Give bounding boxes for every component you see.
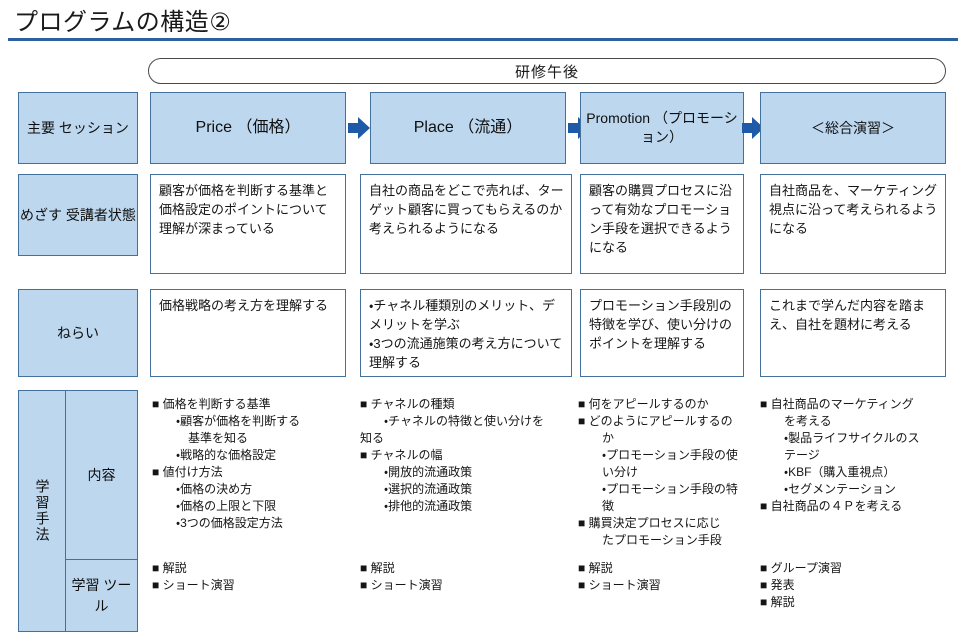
session-period-label: 研修午後: [514, 63, 579, 81]
session-header-price[interactable]: Price （価格）: [150, 92, 346, 164]
row-label-session: 主要 セッション: [18, 92, 138, 164]
content-place: ■ チャネルの種類 ・チャネルの特徴と使い分けを 知る ■ チャネルの幅 ・開放…: [360, 397, 544, 514]
content-price: ■ 価格を判断する基準 ・顧客が価格を判断する 基準を知る ・戦略的な価格設定 …: [152, 397, 301, 531]
diagram-canvas: 研修午後 主要 セッション Price （価格） Place （流通） Prom…: [0, 46, 966, 636]
row-label-target-state: めざす 受講者状態: [18, 174, 138, 256]
row-label-learning-tool: 学習 ツール: [65, 559, 138, 632]
row-label-content: 内容: [65, 390, 138, 560]
target-state-integrated-exercise: 自社商品を、マーケティング視点に沿って考えられるようになる: [760, 174, 946, 274]
aim-promotion: プロモーション手段別の特徴を学び、使い分けのポイントを理解する: [580, 289, 744, 377]
page-title: プログラムの構造②: [14, 9, 232, 36]
row-label-learning-method-text: 学習手法: [34, 479, 51, 543]
session-header-place[interactable]: Place （流通）: [370, 92, 566, 164]
content-integrated-exercise: ■ 自社商品のマーケティング を考える ・製品ライフサイクルのス テージ ・KB…: [760, 397, 920, 514]
tools-place: ■ 解説 ■ ショート演習: [360, 561, 443, 593]
flow-arrow-icon-1: [348, 117, 370, 139]
aim-place: ・チャネル種類別のメリット、デメリットを学ぶ ・3つの流通施策の考え方について理…: [360, 289, 572, 377]
target-state-price: 顧客が価格を判断する基準と価格設定のポイントについて理解が深まっている: [150, 174, 346, 274]
aim-integrated-exercise: これまで学んだ内容を踏まえ、自社を題材に考える: [760, 289, 946, 377]
target-state-promotion: 顧客の購買プロセスに沿って有効なプロモーション手段を選択できるようになる: [580, 174, 744, 274]
target-state-place: 自社の商品をどこで売れば、ターゲット顧客に買ってもらえるのか考えられるようになる: [360, 174, 572, 274]
tools-integrated-exercise: ■ グループ演習 ■ 発表 ■ 解説: [760, 561, 842, 610]
aim-price: 価格戦略の考え方を理解する: [150, 289, 346, 377]
tools-promotion: ■ 解説 ■ ショート演習: [578, 561, 661, 593]
title-area: プログラムの構造②: [0, 0, 966, 46]
tools-price: ■ 解説 ■ ショート演習: [152, 561, 235, 593]
session-period-banner: [148, 58, 946, 84]
session-header-promotion[interactable]: Promotion （プロモーション）: [580, 92, 744, 164]
title-underline-rule: [8, 38, 958, 41]
content-promotion: ■ 何をアピールするのか ■ どのようにアピールするの か ・プロモーション手段…: [578, 397, 738, 548]
row-label-learning-method: 学習手法: [18, 390, 66, 632]
row-label-aim: ねらい: [18, 289, 138, 377]
session-header-integrated-exercise[interactable]: ＜総合演習＞: [760, 92, 946, 164]
